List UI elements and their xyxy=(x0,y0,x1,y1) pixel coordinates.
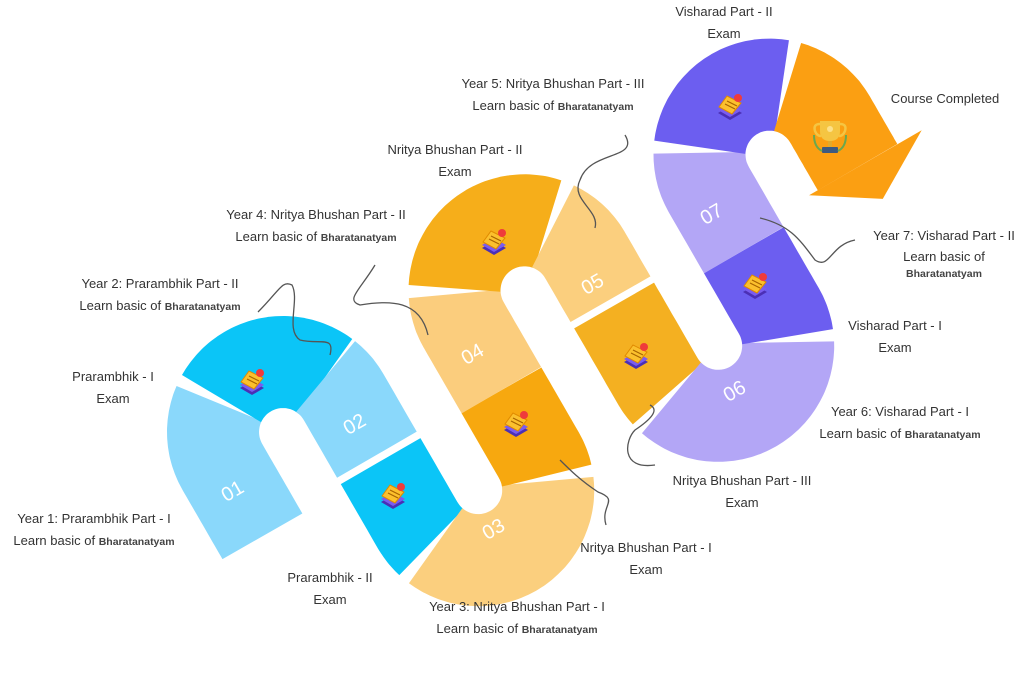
arrowhead xyxy=(809,130,922,199)
segment-02 xyxy=(283,334,420,495)
segment-04 xyxy=(408,253,544,430)
course-completed-label: Course Completed xyxy=(890,91,1000,106)
segment-01 xyxy=(167,362,307,579)
segment-exam-nritya-2 xyxy=(408,174,589,329)
exam-book-icon-2 xyxy=(381,483,405,509)
connector-year4 xyxy=(353,264,429,336)
exam-book-icon-5 xyxy=(624,343,648,369)
exam-book-icon-3 xyxy=(504,411,528,437)
exam-book-icon-1 xyxy=(240,369,264,395)
exam-book-icon-6 xyxy=(743,273,767,299)
connector-nritya3 xyxy=(627,404,656,467)
segment-exam-prarambhik-2 xyxy=(338,421,474,585)
segment-07 xyxy=(653,112,787,291)
connector-nritya1 xyxy=(559,459,610,526)
segment-05 xyxy=(511,182,653,339)
exam-book-icon-7 xyxy=(718,94,742,120)
connector-year2 xyxy=(257,283,332,356)
segment-exam-visharad-1 xyxy=(701,210,833,378)
segment-exam-nritya-1 xyxy=(459,350,592,517)
segment-exam-prarambhik-1 xyxy=(178,316,368,440)
connector-year7 xyxy=(759,217,856,263)
segment-06 xyxy=(629,301,835,462)
trophy-icon xyxy=(813,121,847,153)
segment-03 xyxy=(394,440,595,607)
connector-year5 xyxy=(577,134,629,229)
exam-book-icon-4 xyxy=(482,229,506,255)
segment-exam-visharad-2 xyxy=(654,38,823,188)
